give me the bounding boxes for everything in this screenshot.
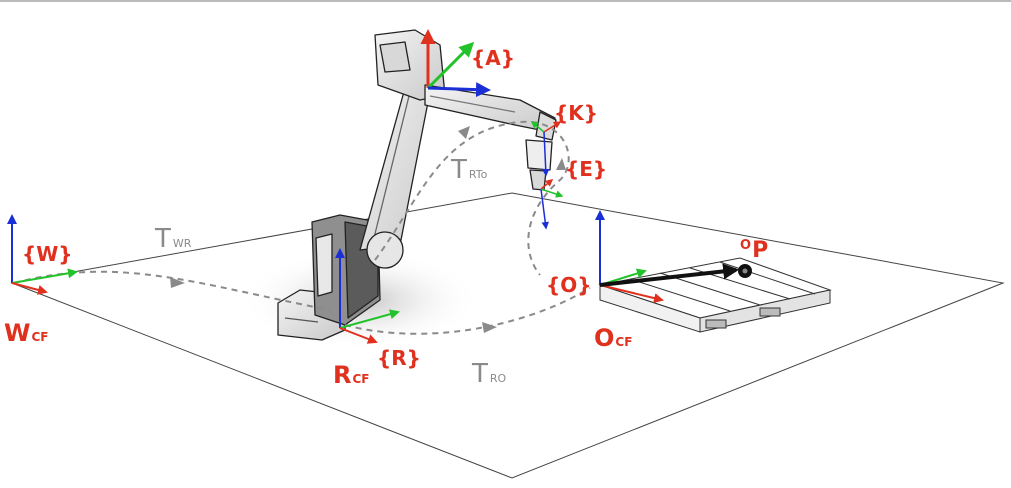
world-frame-label: {W} [22, 242, 73, 266]
robot-frame-axes [335, 248, 400, 344]
transform-path-rto [374, 120, 570, 276]
transform-path-rto-arrow2 [556, 158, 566, 170]
robot-frame-label: {R} [377, 346, 421, 370]
transform-path-ro [344, 287, 591, 335]
object-cf-label: OCF [594, 324, 632, 352]
arm-frame-axes [420, 29, 491, 98]
transform-path-ro-arrow [482, 322, 497, 333]
effector-frame-label: {E} [565, 157, 607, 181]
effector-frame-axes [540, 179, 564, 230]
transform-path-wr-arrow [170, 277, 185, 288]
world-frame-axes [6, 214, 78, 295]
object-frame-label: {O} [546, 273, 591, 297]
transform-path-rto-arrow [458, 126, 470, 139]
world-cf-label: WCF [4, 319, 49, 347]
robot-cf-label: RCF [333, 361, 370, 389]
knuckle-frame-label: {K} [554, 101, 598, 125]
point-vector [599, 263, 740, 287]
arm-frame-label: {A} [471, 46, 515, 70]
point-label: OP [740, 238, 768, 263]
pallet [598, 257, 832, 333]
knuckle-frame-axes [530, 121, 562, 177]
